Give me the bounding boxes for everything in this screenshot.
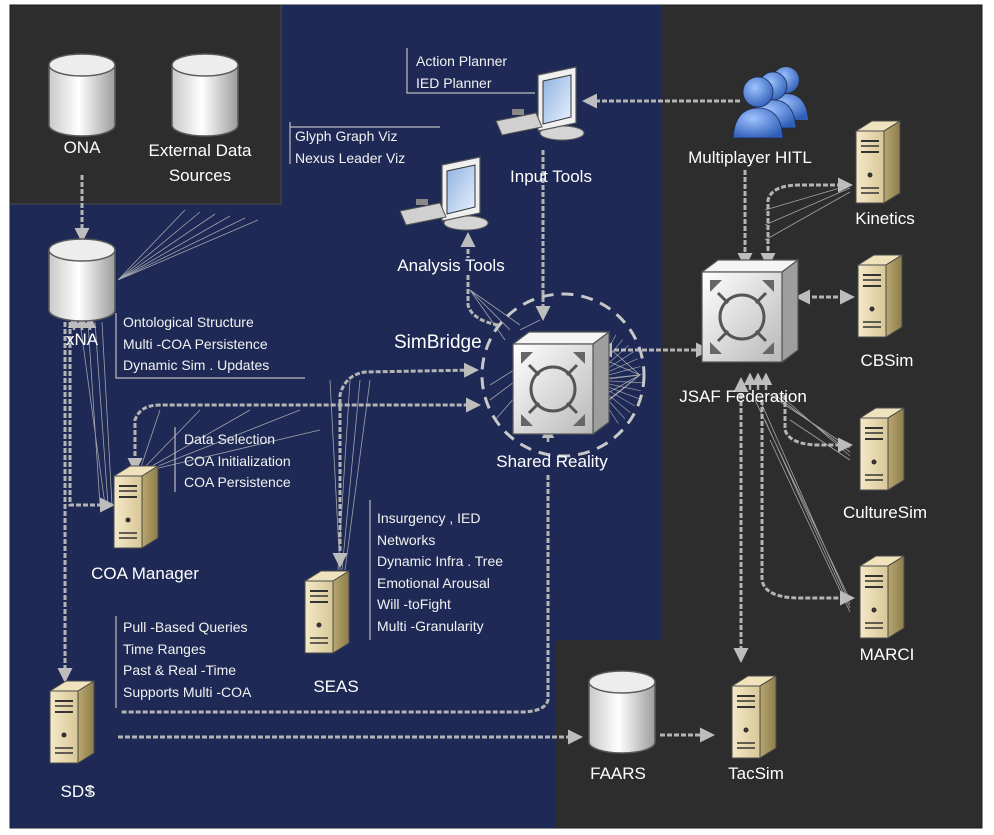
- note-line: Data Selection: [184, 431, 276, 447]
- analysis-tools-label: Analysis Tools: [397, 256, 505, 275]
- shared-reality-label: Shared Reality: [496, 452, 608, 471]
- hub-switch-icon: [700, 258, 800, 364]
- note-line: Glyph Graph Viz: [295, 128, 398, 144]
- note-line: Past & Real -Time: [123, 662, 237, 678]
- users-icon: [732, 67, 808, 139]
- server-icon: [859, 407, 905, 491]
- culturesim-label: CultureSim: [842, 503, 928, 522]
- faars-label: FAARS: [590, 764, 646, 783]
- hub-switch-icon: [511, 330, 611, 436]
- edge-jsaf-marci: [760, 400, 855, 606]
- multiplayer-hitl-label: Multiplayer HITL: [688, 148, 812, 167]
- server-icon: [113, 465, 159, 549]
- edge-xna-coa: [68, 322, 115, 513]
- note-line: Pull -Based Queries: [123, 619, 248, 635]
- xna-notes: Ontological Structure Multi -COA Persist…: [123, 312, 269, 377]
- note-line: COA Initialization: [184, 452, 291, 469]
- note-line: Dynamic Sim . Updates: [123, 357, 270, 373]
- seas-notes: Insurgency , IED Networks Dynamic Infra …: [377, 508, 503, 637]
- note-line: Dynamic Infra . Tree: [377, 553, 504, 569]
- cbsim-label: CBSim: [860, 351, 914, 370]
- edge-jsaf-kinetics: [760, 177, 853, 268]
- server-icon: [731, 675, 777, 759]
- analysis-tools-notes: Glyph Graph Viz Nexus Leader Viz: [295, 126, 405, 169]
- server-icon: [304, 570, 350, 654]
- note-line: IED Planner: [416, 74, 492, 91]
- note-line: Supports Multi -COA: [123, 683, 252, 700]
- note-line: Insurgency , IED: [377, 510, 481, 526]
- sds-label: SDS: [60, 782, 96, 801]
- server-icon: [49, 680, 95, 764]
- marci-label: MARCI: [859, 645, 915, 664]
- database-icon: [48, 238, 116, 322]
- note-line: Action Planner: [416, 53, 508, 69]
- database-icon: [48, 53, 116, 137]
- input-tools-notes: Action Planner IED Planner: [416, 51, 507, 94]
- edge-sharedreality-sds: [120, 475, 550, 714]
- note-line: Multi -Granularity: [377, 617, 484, 634]
- server-icon: [855, 120, 901, 204]
- external-data-sources-label: External Data Sources: [148, 141, 252, 185]
- database-icon: [588, 670, 656, 754]
- seas-label: SEAS: [313, 677, 359, 696]
- sds-notes: Pull -Based Queries Time Ranges Past & R…: [123, 617, 251, 703]
- simbridge-label: SimBridge: [394, 332, 482, 353]
- edge-jsaf-culturesim: [783, 395, 853, 453]
- edge-coa-simbridge: [127, 397, 481, 473]
- note-line: Ontological Structure: [123, 314, 254, 330]
- ona-label: ONA: [63, 138, 101, 157]
- database-icon: [171, 53, 239, 137]
- note-line: Nexus Leader Viz: [295, 149, 406, 166]
- coa-manager-label: COA Manager: [91, 564, 199, 583]
- input-tools-label: Input Tools: [510, 167, 592, 186]
- note-line: Will -toFight: [377, 596, 451, 612]
- xna-label: xNA: [65, 330, 99, 349]
- coa-manager-notes: Data Selection COA Initialization COA Pe…: [184, 429, 291, 494]
- simbridge-boundary: [480, 292, 646, 458]
- edge-seas-simbridge: [332, 362, 479, 568]
- note-line: Multi -COA Persistence: [123, 335, 268, 352]
- server-icon: [857, 254, 903, 338]
- kinetics-label: Kinetics: [855, 209, 915, 228]
- edge-analysis-simbridge: [466, 275, 499, 327]
- server-icon: [859, 555, 905, 639]
- jsaf-federation-label: JSAF Federation: [679, 387, 807, 406]
- tacsim-label: TacSim: [728, 764, 784, 783]
- note-line: Time Ranges: [123, 640, 206, 657]
- note-line: Networks: [377, 531, 436, 548]
- note-line: Emotional Arousal: [377, 574, 490, 591]
- note-line: COA Persistence: [184, 474, 291, 490]
